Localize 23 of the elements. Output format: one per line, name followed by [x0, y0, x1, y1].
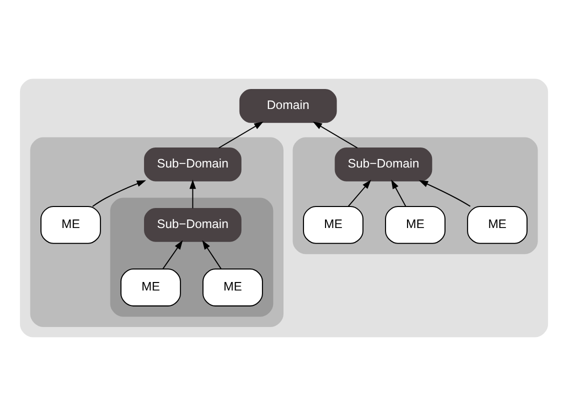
arrow — [418, 180, 470, 207]
arrow — [202, 240, 222, 270]
cluster — [20, 78, 548, 338]
arrow — [92, 180, 146, 207]
arrow — [312, 122, 358, 148]
arrow — [391, 180, 406, 207]
node-box: ME — [120, 268, 181, 306]
arrow — [162, 240, 183, 270]
arrow — [218, 122, 264, 148]
node-box: ME — [385, 206, 446, 244]
node-box: ME — [202, 268, 263, 306]
node-box: ME — [467, 206, 528, 244]
node-box: Sub−Domain — [334, 148, 432, 182]
node-box: ME — [40, 206, 101, 244]
node-box: Sub−Domain — [144, 208, 242, 242]
arrow — [190, 180, 196, 208]
cluster — [292, 137, 538, 254]
cluster — [30, 137, 284, 327]
node-box: ME — [302, 206, 364, 244]
cluster — [110, 198, 274, 317]
node-box: Domain — [239, 89, 337, 123]
arrow — [348, 180, 372, 207]
node-box: Sub−Domain — [144, 148, 242, 182]
